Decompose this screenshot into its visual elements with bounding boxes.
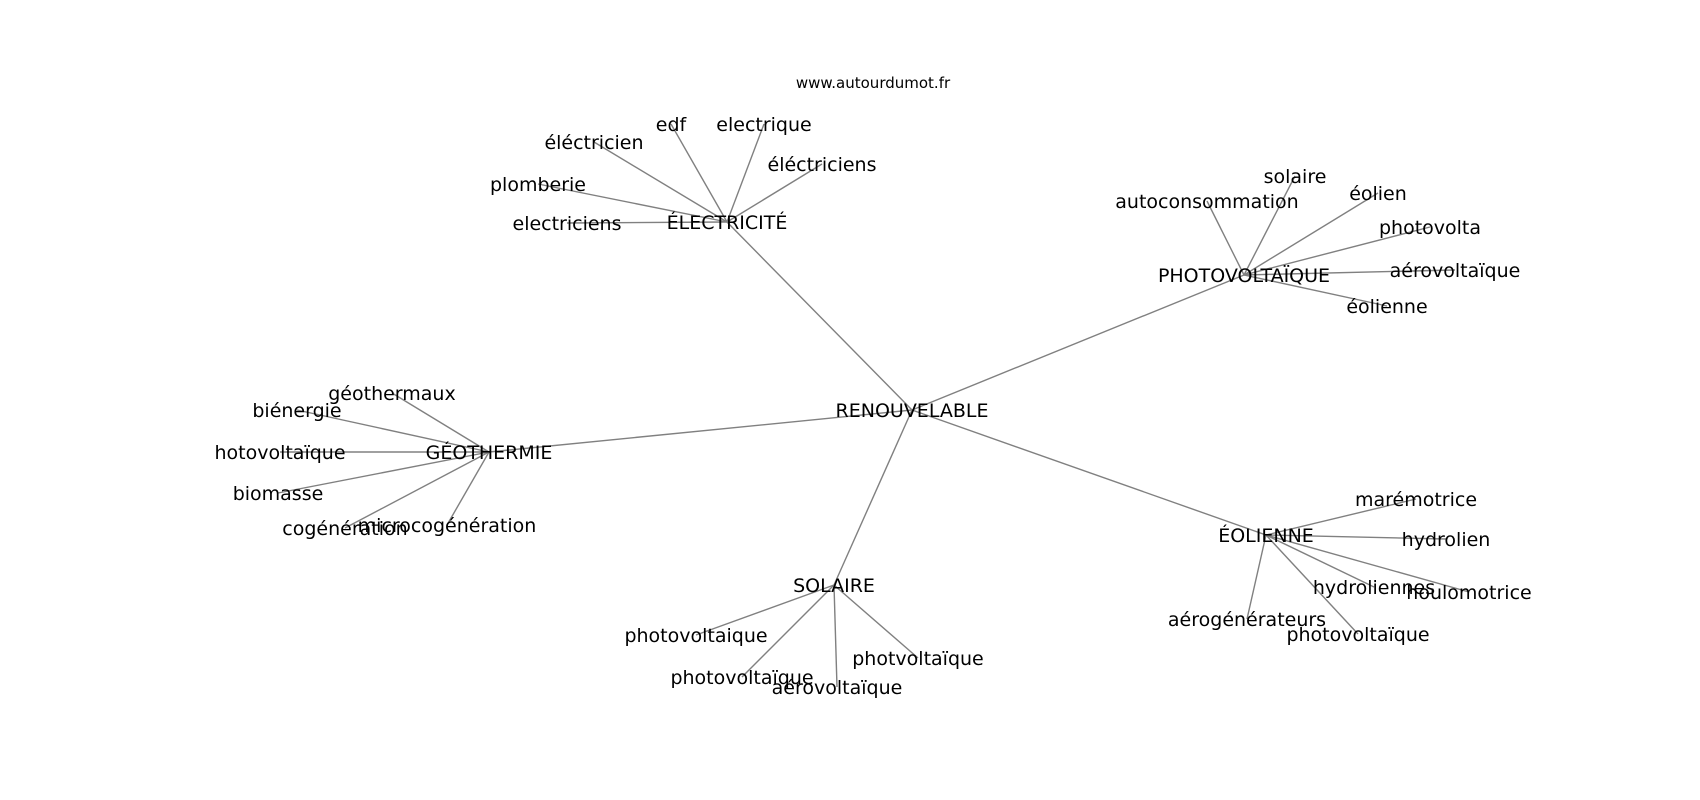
edge-eolienne-leaf bbox=[1265, 534, 1375, 588]
leaf-node: autoconsommation bbox=[1115, 191, 1298, 213]
hub-node-photovoltaique: PHOTOVOLTAÏQUE bbox=[1158, 264, 1330, 287]
edge-solaire-leaf bbox=[833, 584, 919, 659]
leaf-node: aérovoltaïque bbox=[1390, 260, 1521, 282]
edge-eolienne-leaf bbox=[1246, 534, 1267, 620]
hub-node-electricite: ÉLECTRICITÉ bbox=[667, 211, 788, 234]
hub-node-geothermie: GÉOTHERMIE bbox=[426, 441, 553, 464]
edge-photovoltaique-leaf bbox=[1243, 175, 1296, 276]
leaf-node: plomberie bbox=[490, 174, 586, 196]
leaf-node: éléctricien bbox=[544, 132, 643, 154]
edge-eolienne-leaf bbox=[1265, 534, 1359, 635]
leaf-node: hotovoltaïque bbox=[214, 442, 345, 464]
edge-eolienne-leaf bbox=[1265, 498, 1417, 536]
leaf-node: hydrolien bbox=[1402, 529, 1491, 551]
leaf-node: biénergie bbox=[252, 400, 341, 422]
edge-center-photovoltaique bbox=[911, 274, 1245, 411]
leaf-node: solaire bbox=[1264, 166, 1327, 188]
edge-center-eolienne bbox=[911, 409, 1267, 536]
leaf-node: hydroliennes bbox=[1313, 577, 1435, 599]
edge-electricite-leaf bbox=[566, 221, 728, 224]
graph-nodes: RENOUVELABLE ÉLECTRICITÉ electriciens plomb… bbox=[214, 114, 1531, 699]
leaf-node: photovoltaïque bbox=[670, 667, 813, 689]
edge-electricite-leaf bbox=[670, 123, 728, 223]
leaf-node: electriciens bbox=[513, 213, 622, 235]
edge-solaire-leaf bbox=[833, 584, 838, 688]
edge-electricite-leaf bbox=[537, 183, 728, 223]
source-attribution: www.autourdumot.fr bbox=[796, 74, 951, 92]
leaf-node: cogénération bbox=[282, 518, 407, 540]
edge-solaire-leaf bbox=[741, 584, 835, 678]
leaf-node: photvoltaïque bbox=[852, 648, 984, 670]
leaf-node: éolien bbox=[1349, 183, 1407, 205]
leaf-node: houlomotrice bbox=[1406, 582, 1531, 604]
edge-center-geothermie bbox=[488, 409, 913, 453]
leaf-node: photovoltaique bbox=[624, 625, 767, 647]
edge-solaire-leaf bbox=[695, 584, 835, 636]
hub-node-solaire: SOLAIRE bbox=[793, 575, 875, 597]
edge-center-electricite bbox=[726, 221, 913, 411]
edge-photovoltaique-leaf bbox=[1243, 192, 1379, 276]
leaf-node: éléctriciens bbox=[768, 154, 877, 176]
leaf-node: marémotrice bbox=[1355, 489, 1477, 511]
edge-photovoltaique-leaf bbox=[1206, 200, 1245, 276]
edge-geothermie-leaf bbox=[391, 392, 490, 453]
edge-electricite-leaf bbox=[726, 123, 765, 223]
edge-electricite-leaf bbox=[593, 141, 728, 223]
leaf-node: electrique bbox=[716, 114, 811, 136]
leaf-node: aérogénérateurs bbox=[1168, 609, 1326, 631]
leaf-node: photovoltaïque bbox=[1286, 624, 1429, 646]
edge-geothermie-leaf bbox=[446, 451, 490, 526]
leaf-node: photovolta bbox=[1379, 217, 1481, 239]
edge-geothermie-leaf bbox=[277, 451, 490, 494]
leaf-node: géothermaux bbox=[328, 383, 455, 405]
center-node-label: RENOUVELABLE bbox=[836, 400, 989, 422]
leaf-node: aérovoltaïque bbox=[772, 677, 903, 699]
hub-node-eolienne: ÉOLIENNE bbox=[1218, 524, 1314, 547]
edge-geothermie-leaf bbox=[296, 409, 490, 453]
edge-geothermie-leaf bbox=[344, 451, 490, 529]
leaf-node: éolienne bbox=[1346, 296, 1427, 318]
edge-eolienne-leaf bbox=[1265, 534, 1470, 593]
leaf-node: edf bbox=[656, 114, 688, 136]
edge-photovoltaique-leaf bbox=[1243, 269, 1456, 276]
graph-edges bbox=[277, 123, 1470, 688]
edge-photovoltaique-leaf bbox=[1243, 226, 1431, 276]
edge-electricite-leaf bbox=[726, 163, 823, 223]
edge-eolienne-leaf bbox=[1265, 534, 1447, 540]
edge-photovoltaique-leaf bbox=[1243, 274, 1388, 307]
leaf-node: biomasse bbox=[233, 483, 324, 505]
edge-center-solaire bbox=[833, 409, 913, 586]
leaf-node: microcogénération bbox=[358, 515, 537, 537]
